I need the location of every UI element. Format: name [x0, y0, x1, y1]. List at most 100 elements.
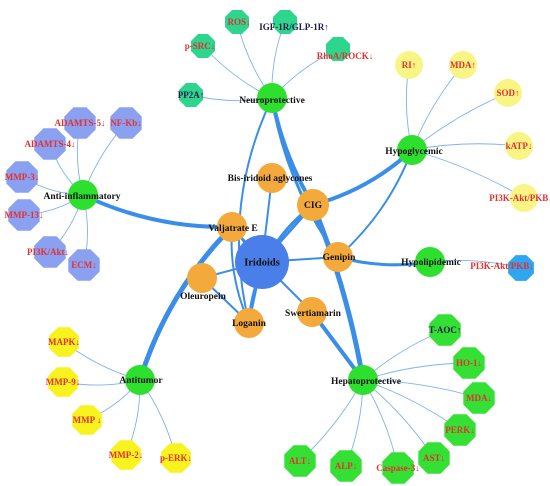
effect-label-hypolip: Hypolipidemic [401, 258, 461, 268]
antitum-marker-node [111, 440, 141, 470]
antitum-marker-node [48, 367, 78, 397]
antitum-marker-label: p-ERK↓ [160, 453, 192, 463]
hypogly-marker-node [510, 184, 538, 212]
compound-node-val [217, 212, 247, 242]
effect-node-hypolip [415, 247, 445, 277]
hypolip-marker-node [508, 255, 534, 281]
antitum-marker-label: MMP-2↓ [109, 450, 143, 460]
neuro-marker-node [191, 34, 215, 58]
compound-label-cig: CIG [304, 201, 323, 211]
effect-node-neuro [257, 83, 287, 113]
center-node-iridoids [235, 235, 289, 289]
edge-gen-hypogly [337, 149, 413, 258]
compound-node-gen [323, 242, 353, 272]
hepato-marker-label: HO-1↓ [456, 358, 482, 368]
neuro-marker-label: p-SRC↓ [185, 41, 216, 51]
neuro-marker-node [326, 37, 350, 61]
neuro-marker-label: ROS↓ [227, 17, 250, 27]
center-label-iridoids: Iridoids [244, 257, 280, 268]
neuro-marker-node [273, 10, 297, 34]
hypogly-marker-node [449, 51, 477, 79]
hypogly-marker-label: kATP↓ [506, 141, 533, 151]
hypogly-marker-label: PI3K-Akt/PKB↓ [489, 193, 550, 203]
neuro-marker-node [225, 10, 249, 34]
antiinf-marker-node [34, 128, 66, 160]
compound-label-gen: Genipin [323, 253, 356, 263]
edge-val-antitum [137, 224, 235, 383]
hepato-marker-node [330, 450, 362, 482]
antiinf-marker-node [34, 236, 66, 268]
hepato-marker-node [444, 414, 476, 446]
antitum-marker-label: MAPK↓ [48, 337, 80, 347]
antitum-marker-node [49, 327, 79, 357]
hepato-marker-label: MDA↓ [466, 393, 492, 403]
edge-hypogly-marker-4 [411, 149, 525, 199]
antiinf-marker-label: PI3K/Akt↓ [27, 247, 69, 257]
compound-label-bis: Bis-iridoid aglycones [228, 174, 313, 184]
hypogly-marker-label: SOD↑ [496, 88, 519, 98]
antitum-marker-label: MMP ↓ [73, 415, 102, 425]
compound-node-swe [297, 297, 327, 327]
compound-node-bis [257, 163, 287, 193]
hepato-marker-label: Caspase-3↓ [376, 463, 420, 473]
antiinf-marker-node [64, 107, 96, 139]
edge-hypogly-marker-2 [411, 92, 509, 151]
hepato-marker-node [284, 445, 316, 477]
antiinf-marker-label: MMP-3↓ [5, 172, 39, 182]
antiinf-marker-label: MMP-13↓ [5, 210, 44, 220]
network-nodes: ROS↓IGF-1R/GLP-1R↑p-SRC↓RhoA/ROCK↓PP2A↑A… [5, 10, 550, 484]
hypogly-marker-node [494, 79, 522, 107]
effect-label-antitum: Antitumor [119, 376, 163, 386]
edge-val-antiinf [81, 193, 234, 230]
hypolip-marker-label: PI3K-Akt/PKB↓ [470, 261, 534, 271]
antitum-marker-node [161, 443, 191, 473]
hypogly-marker-node [395, 51, 423, 79]
neuro-marker-label: IGF-1R/GLP-1R↑ [259, 22, 329, 32]
hepato-marker-node [382, 452, 414, 484]
hepato-marker-label: AST↓ [423, 453, 445, 463]
hypogly-marker-node [505, 132, 533, 160]
edge-hepato-marker-4 [362, 379, 435, 459]
neuro-marker-node [179, 83, 203, 107]
effect-label-hepato: Hepatoprotective [331, 377, 401, 387]
hepato-marker-label: ALT↓ [289, 456, 311, 466]
antitum-marker-label: MMP-9↓ [46, 377, 80, 387]
hepato-marker-label: ALP↓ [335, 461, 358, 471]
compound-node-cig [297, 189, 329, 221]
compound-node-ole [187, 263, 217, 293]
compound-label-val: Valjatrate E [208, 224, 258, 234]
antiinf-marker-node [68, 249, 100, 281]
antiinf-marker-node [6, 161, 38, 193]
effect-node-hypogly [397, 135, 427, 165]
compound-label-swe: Swertiamarin [285, 309, 342, 319]
edge-cig-hepato [310, 202, 366, 383]
effect-label-antiinf: Anti-inflammatory [43, 192, 120, 202]
compound-label-log: Loganin [232, 319, 267, 329]
antiinf-marker-label: ADAMTS-4↓ [25, 139, 76, 149]
hypogly-marker-label: RI↑ [402, 60, 417, 70]
hepato-marker-node [463, 382, 495, 414]
antiinf-marker-label: ECM↓ [71, 260, 97, 270]
hepato-marker-node [429, 314, 461, 346]
hepato-marker-node [453, 347, 485, 379]
hepato-marker-node [418, 442, 450, 474]
effect-label-hypogly: Hypoglycemic [385, 147, 443, 157]
neuro-marker-label: PP2A↑ [178, 90, 205, 100]
edge-cig-hypogly [311, 148, 414, 207]
compound-node-log [234, 308, 264, 338]
antiinf-marker-node [110, 107, 142, 139]
effect-label-neuro: Neuroprotective [239, 96, 305, 106]
antitum-marker-node [72, 405, 102, 435]
edge-log-neuro [237, 97, 273, 324]
antiinf-marker-label: NF-Kb↓ [110, 118, 142, 128]
antiinf-marker-node [8, 199, 40, 231]
effect-node-antiinf [68, 180, 98, 210]
antiinf-marker-label: ADAMTS-5↓ [55, 118, 106, 128]
hepato-marker-label: T-AOC↑ [429, 325, 462, 335]
effect-node-antitum [125, 365, 155, 395]
hepato-marker-label: PERK↓ [445, 425, 475, 435]
compound-label-ole: Oleuropein [180, 292, 226, 302]
hypogly-marker-label: MDA↑ [450, 60, 476, 70]
effect-node-hepato [348, 365, 378, 395]
